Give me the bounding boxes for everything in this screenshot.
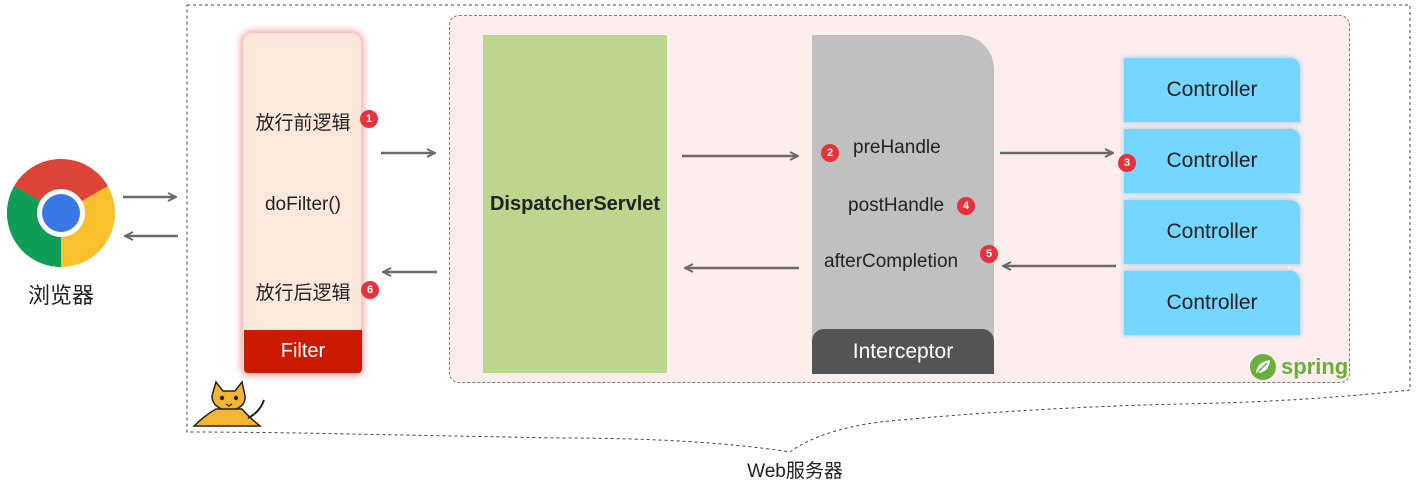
step-badge-1: 1 bbox=[360, 110, 378, 128]
spring-logo: spring bbox=[1249, 352, 1348, 382]
filter-do-filter: doFilter() bbox=[264, 194, 341, 215]
controller-box: Controller bbox=[1124, 58, 1300, 122]
interceptor-pre-handle: preHandle bbox=[853, 137, 941, 158]
filter-title: Filter bbox=[244, 330, 362, 373]
controller-box: Controller bbox=[1124, 200, 1300, 264]
step-badge-6: 6 bbox=[361, 281, 379, 299]
step-badge-5: 5 bbox=[980, 245, 998, 263]
filter-post-logic: 放行后逻辑 bbox=[255, 283, 351, 304]
step-badge-4: 4 bbox=[957, 197, 975, 215]
step-badge-2: 2 bbox=[821, 144, 839, 162]
spring-leaf-icon bbox=[1250, 354, 1276, 380]
chrome-icon bbox=[6, 158, 116, 268]
web-server-label: Web服务器 bbox=[747, 461, 843, 482]
step-badge-3: 3 bbox=[1118, 154, 1136, 172]
filter-box bbox=[243, 33, 361, 373]
interceptor-post-handle: postHandle bbox=[848, 195, 945, 216]
dispatcher-servlet: DispatcherServlet bbox=[483, 35, 667, 373]
interceptor-title: Interceptor bbox=[812, 329, 994, 374]
controller-box: Controller bbox=[1124, 129, 1300, 193]
filter-pre-logic: 放行前逻辑 bbox=[255, 113, 351, 134]
browser-label: 浏览器 bbox=[27, 283, 94, 308]
interceptor-after-completion: afterCompletion bbox=[824, 251, 959, 272]
controller-box: Controller bbox=[1124, 271, 1300, 335]
tomcat-logo-icon bbox=[190, 378, 268, 430]
spring-logo-text: spring bbox=[1281, 354, 1349, 379]
